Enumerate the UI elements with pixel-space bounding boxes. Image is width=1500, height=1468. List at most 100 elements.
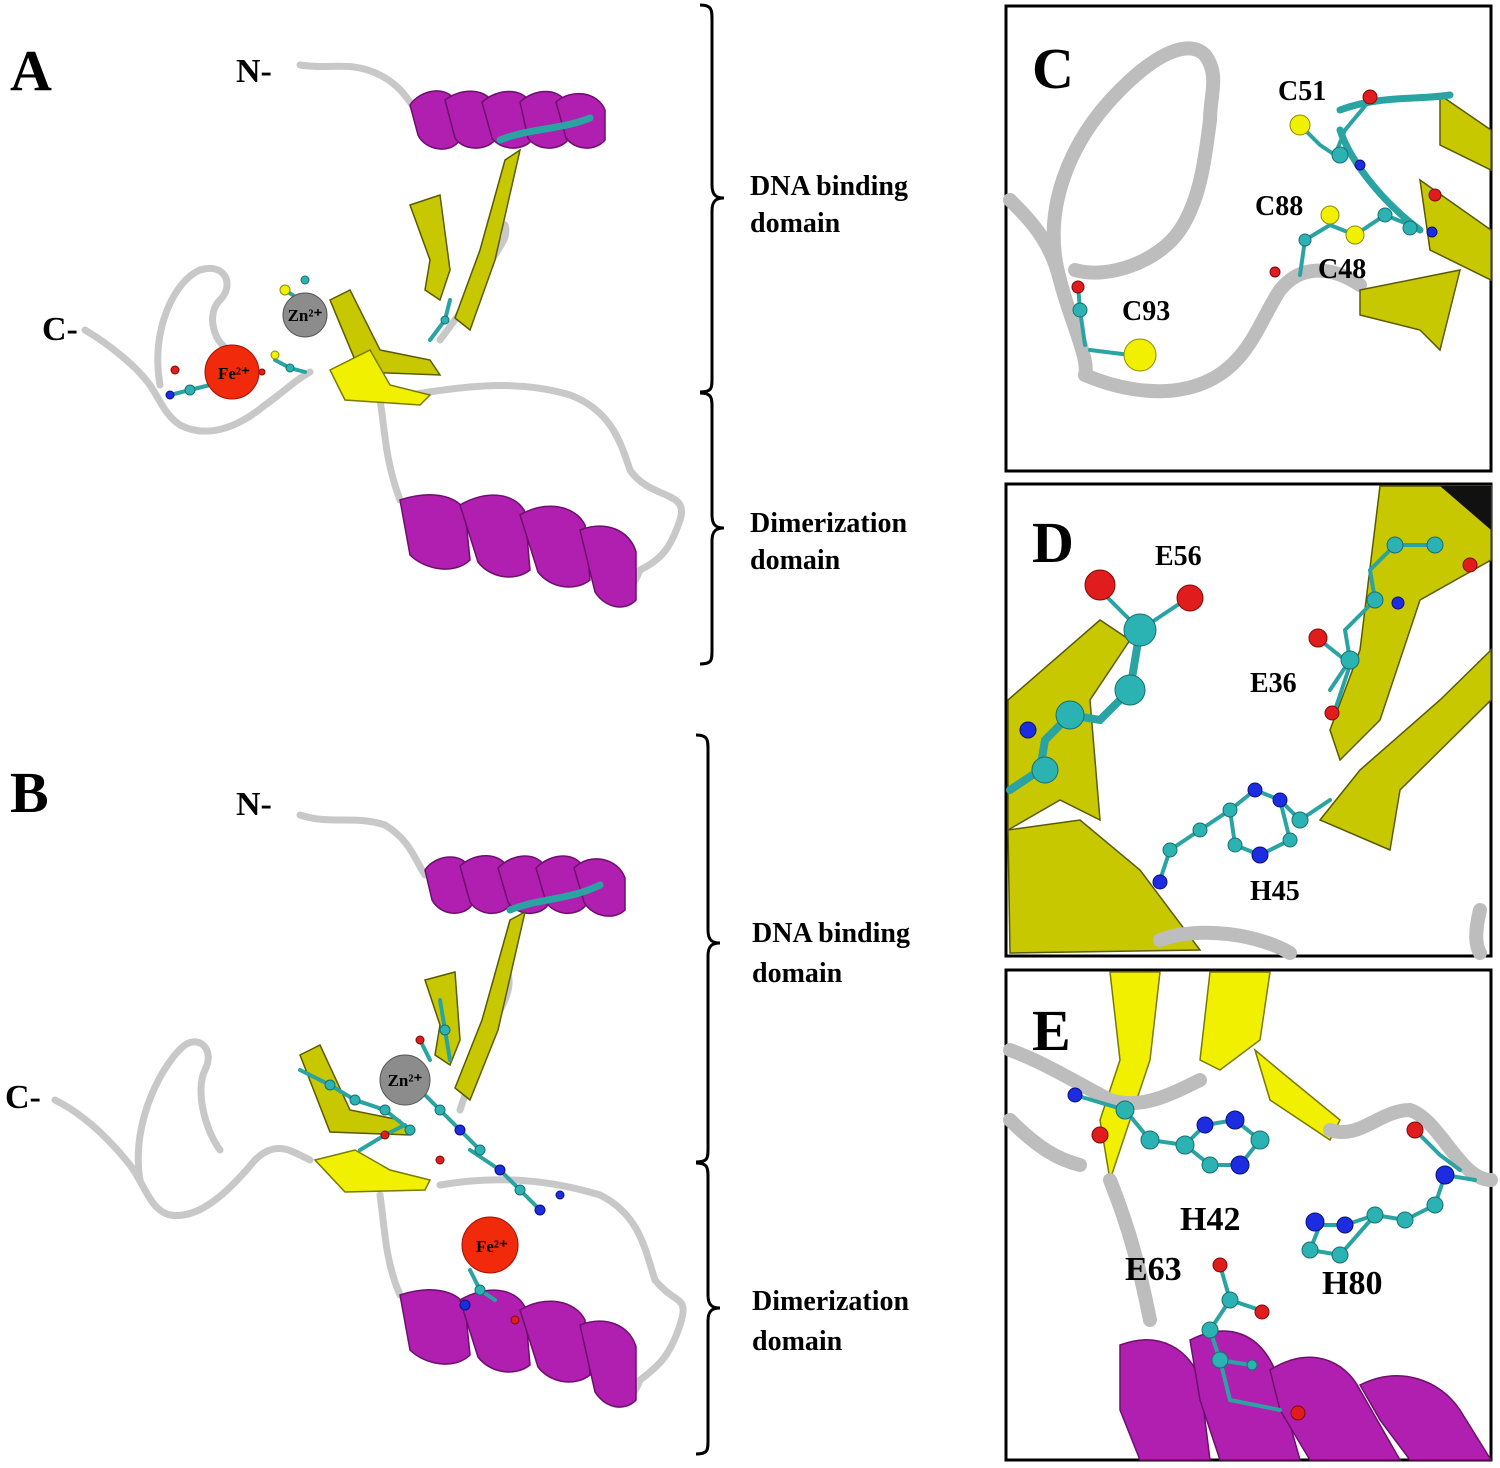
atom-c [379, 1104, 391, 1116]
panel-a-zinc-ion: Zn²⁺ [282, 292, 328, 338]
atom-n [1067, 1087, 1083, 1103]
panel-e-residue-h42: H42 [1180, 1201, 1240, 1238]
panel-e-helix [1119, 1330, 1493, 1461]
atom-c [1298, 233, 1312, 247]
atom-c [1402, 220, 1418, 236]
panel-d-residue-e36: E36 [1250, 668, 1297, 699]
atom-n [454, 1124, 466, 1136]
panel-d-coil-bottom [1153, 925, 1297, 960]
panel-b-coil-c [51, 1096, 314, 1220]
panel-a-c-terminus: C- [42, 311, 78, 348]
atom-s [270, 350, 280, 360]
atom-c [1331, 146, 1349, 164]
atom-c [434, 1104, 446, 1116]
panel-a-coil-down [376, 396, 404, 504]
atom-c [1426, 536, 1444, 554]
atom-n [534, 1204, 546, 1216]
panel-e-side-chains [1067, 1087, 1477, 1421]
atom-c [1072, 302, 1088, 318]
panel-b-helix-bottom [399, 1289, 637, 1408]
panel-c-loop-upper [1046, 41, 1221, 287]
atom-o [415, 1035, 425, 1045]
atom-o [1406, 1121, 1424, 1139]
atom-c [1201, 1321, 1219, 1339]
panel-d: D [1004, 482, 1493, 960]
panel-b-dimer-domain-label-1: Dimerization [752, 1286, 909, 1317]
panel-a-coil-mid [406, 382, 686, 574]
atom-n [165, 390, 175, 400]
atom-o [1428, 188, 1442, 202]
panel-e-sheet-1 [1099, 971, 1161, 1181]
atom-c [1175, 1135, 1195, 1155]
atom-o [510, 1315, 520, 1325]
atom-n [1247, 782, 1263, 798]
panel-a-helix-top [409, 90, 606, 150]
panel-b-c-terminus: C- [5, 1079, 41, 1116]
atom-o [1269, 266, 1281, 278]
atom-c [439, 1024, 451, 1036]
atom-c [1386, 536, 1404, 554]
panel-b-dimer-domain-label-2: domain [752, 1326, 843, 1357]
panel-e-coil-mid [1103, 1173, 1157, 1327]
panel-a-dna-domain-label-1: DNA binding [750, 171, 908, 202]
atom-o [170, 365, 180, 375]
panel-a-iron-ion: Fe²⁺ [204, 344, 260, 400]
panel-c-residue-c88: C88 [1255, 191, 1303, 222]
panel-a-dimer-domain-label-1: Dimerization [750, 508, 907, 539]
panel-a-zn-label: Zn²⁺ [288, 306, 323, 325]
atom-n [1272, 792, 1288, 808]
panel-b-letter: B [10, 760, 49, 825]
atom-c [1331, 1246, 1349, 1264]
atom-c [1222, 802, 1238, 818]
panel-e-coil-lower-left [1003, 1113, 1087, 1172]
panel-c: C C51 C88 C48 C93 [1003, 4, 1493, 473]
atom-c [1366, 591, 1384, 609]
e56-oxygen-1 [1084, 569, 1116, 601]
panel-c-side-chains [1071, 89, 1442, 372]
atom-o [1091, 1126, 1109, 1144]
atom-o [435, 1155, 445, 1165]
panel-d-side-chains [1006, 536, 1478, 890]
panel-e-letter: E [1032, 998, 1071, 1063]
atom-c [1250, 1130, 1270, 1150]
atom-c [1201, 1156, 1219, 1174]
panel-d-residue-h45: H45 [1250, 876, 1300, 907]
panel-b-coil-mid [436, 1176, 687, 1384]
panel-c-sheet-right-2 [1419, 178, 1492, 282]
panel-c-frame [1004, 4, 1493, 473]
panel-c-sheet-right-1 [1439, 93, 1492, 172]
atom-c [1192, 822, 1208, 838]
panel-d-coil-right [1469, 903, 1487, 960]
panel-b-coil-loop [134, 1038, 224, 1184]
atom-c [1140, 1130, 1160, 1150]
atom-n [1336, 1216, 1354, 1234]
panel-c-sheet-right-3 [1359, 269, 1462, 352]
panel-a-brace-dna [699, 3, 725, 394]
atom-c [324, 1079, 336, 1091]
panel-b-side-chains [298, 998, 565, 1325]
panel-a-coil-loop [154, 264, 234, 389]
atom-c [1282, 832, 1298, 848]
e63-oxygen-1 [1212, 1257, 1228, 1273]
atom-n [1230, 1155, 1250, 1175]
panel-a-helix-bottom [399, 494, 637, 608]
panel-d-sheet-right-bottom [1318, 648, 1492, 852]
atom-n [1225, 1110, 1245, 1130]
atom-s [279, 284, 291, 296]
atom-n [459, 1299, 471, 1311]
atom-o [258, 368, 266, 376]
atom-n [1196, 1116, 1214, 1134]
atom-o [1362, 89, 1378, 105]
e36-oxygen-2 [1324, 705, 1340, 721]
atom-n [1354, 159, 1366, 171]
panel-d-letter: D [1032, 510, 1074, 575]
panel-b-coil-down [376, 1191, 404, 1299]
atom-c [514, 1184, 526, 1196]
panel-d-shadow [1440, 486, 1491, 530]
c93-sulfur [1123, 338, 1157, 372]
panel-e-coil-right [1323, 1103, 1498, 1187]
atom-c [1396, 1211, 1414, 1229]
panel-b-sheets [299, 910, 527, 1193]
atom-o [1071, 280, 1085, 294]
